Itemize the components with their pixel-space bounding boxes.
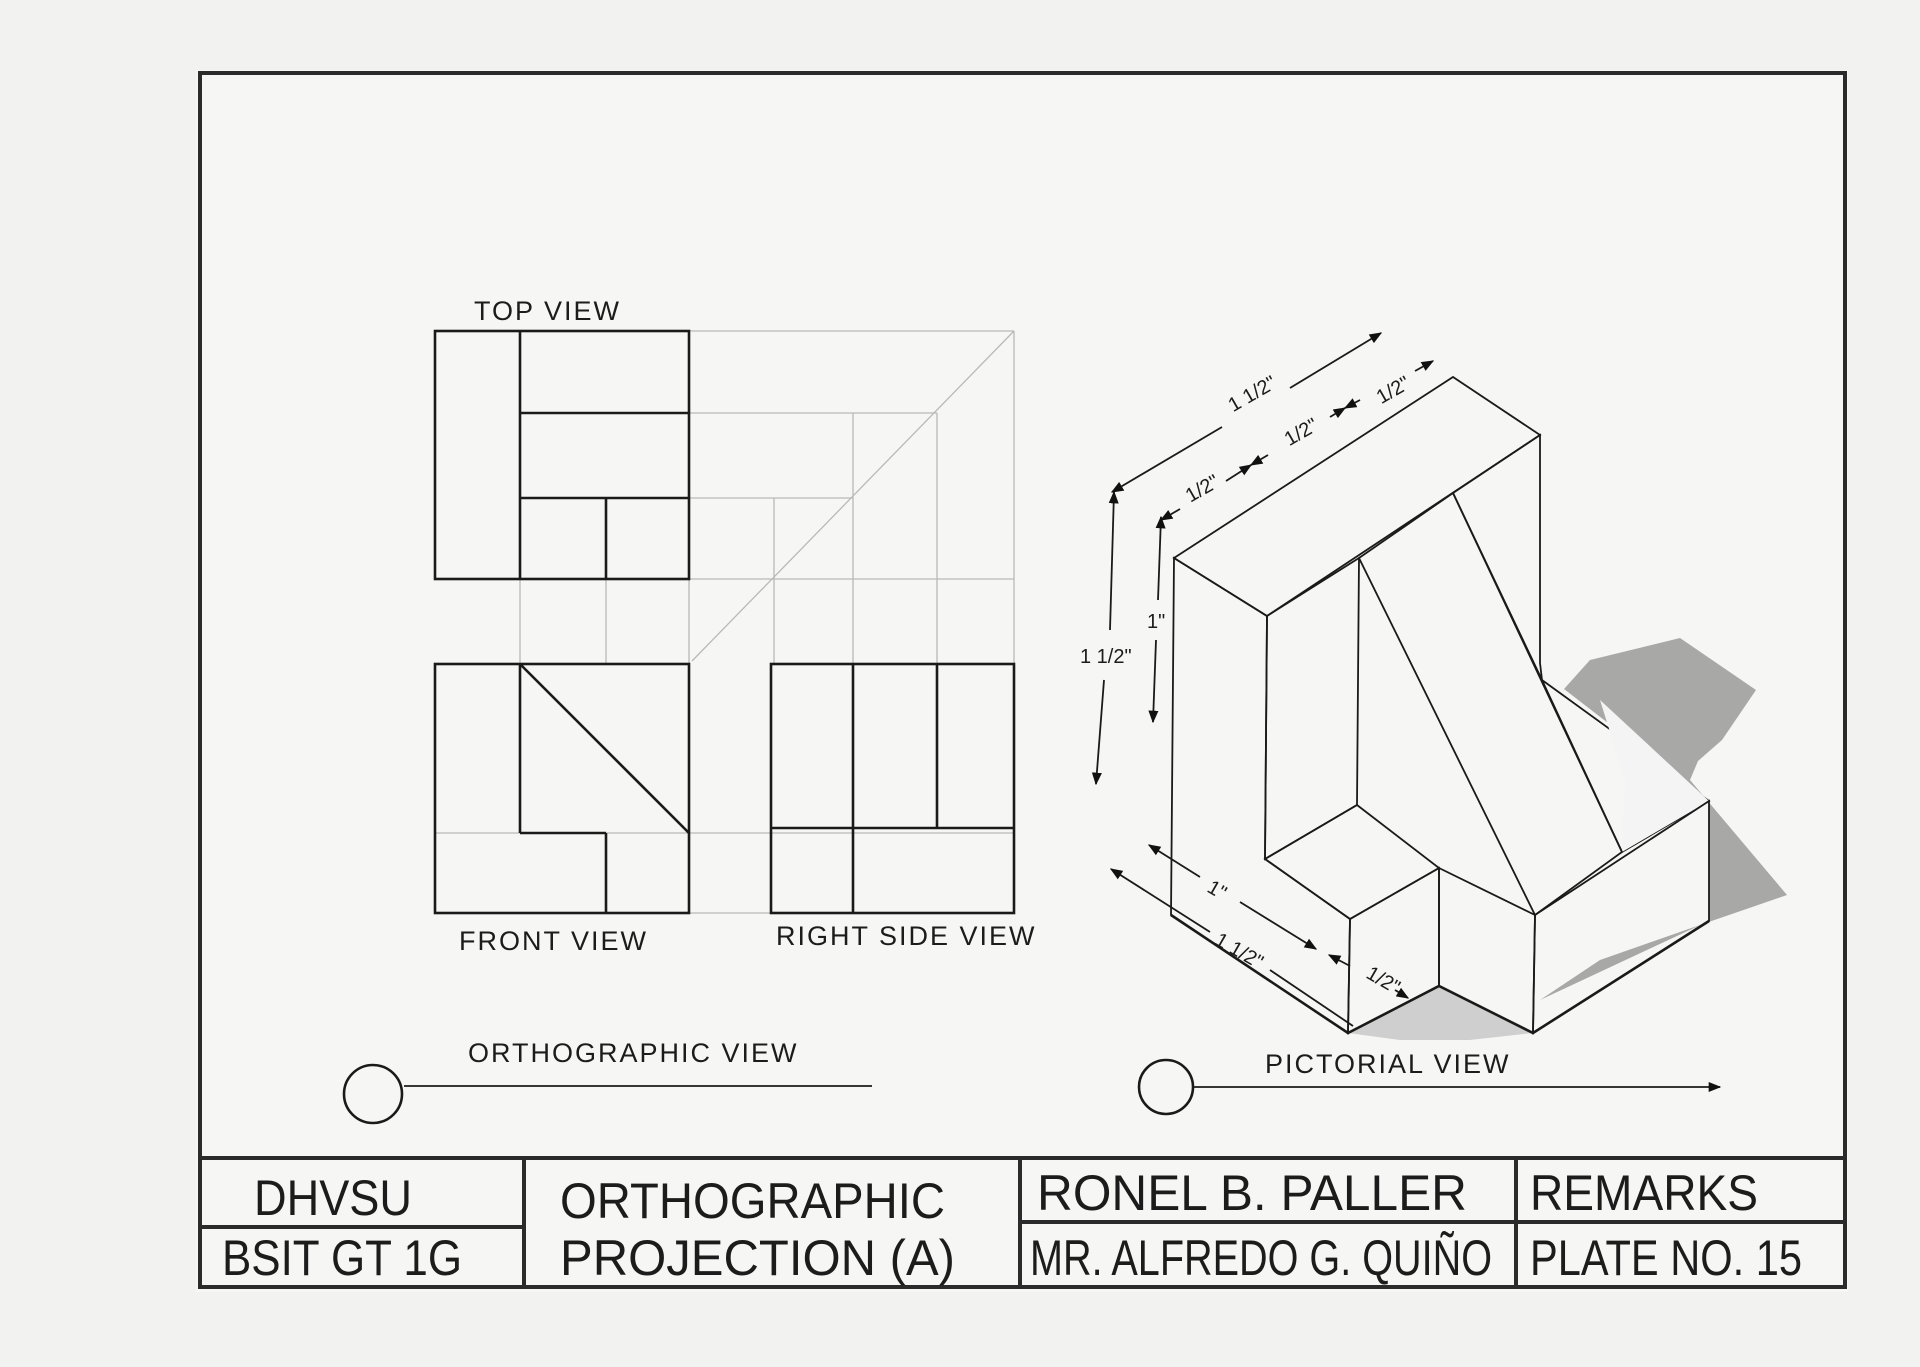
instructor-name: MR. ALFREDO G. QUIÑO bbox=[1030, 1230, 1492, 1286]
plate-number: PLATE NO. 15 bbox=[1530, 1230, 1802, 1286]
isometric-drawing bbox=[1170, 375, 1787, 1040]
pictorial-caption: PICTORIAL VIEW bbox=[1137, 1049, 1722, 1116]
dim-height-overall: 1 1/2" bbox=[1080, 646, 1132, 668]
slope-face bbox=[1357, 491, 1624, 917]
dimensions bbox=[1091, 332, 1435, 1027]
right-side-view bbox=[769, 662, 1016, 915]
section: BSIT GT 1G bbox=[222, 1230, 462, 1286]
title-block: DHVSU BSIT GT 1G ORTHOGRAPHIC PROJECTION… bbox=[200, 1156, 1845, 1287]
front-view bbox=[433, 662, 691, 915]
right-side-view-label: RIGHT SIDE VIEW bbox=[776, 921, 1037, 951]
top-view bbox=[433, 329, 691, 581]
reference-circle-icon bbox=[342, 1063, 404, 1125]
projection-lines bbox=[435, 330, 1015, 914]
student-name: RONEL B. PALLER bbox=[1037, 1165, 1467, 1221]
reference-circle-icon bbox=[1137, 1058, 1195, 1116]
top-view-label: TOP VIEW bbox=[474, 296, 621, 326]
cast-shadow bbox=[1540, 638, 1787, 1000]
front-view-label: FRONT VIEW bbox=[459, 926, 648, 956]
orthographic-caption: ORTHOGRAPHIC VIEW bbox=[342, 1038, 872, 1125]
school-name: DHVSU bbox=[254, 1170, 412, 1226]
plate-title-line1: ORTHOGRAPHIC bbox=[560, 1173, 945, 1229]
dim-height-partial: 1" bbox=[1147, 611, 1165, 633]
pictorial-view-label: PICTORIAL VIEW bbox=[1265, 1049, 1511, 1079]
border-frame bbox=[198, 71, 1847, 1289]
orthographic-view-label: ORTHOGRAPHIC VIEW bbox=[468, 1038, 799, 1068]
plate-title-line2: PROJECTION (A) bbox=[560, 1230, 955, 1286]
remarks-label: REMARKS bbox=[1530, 1165, 1758, 1221]
